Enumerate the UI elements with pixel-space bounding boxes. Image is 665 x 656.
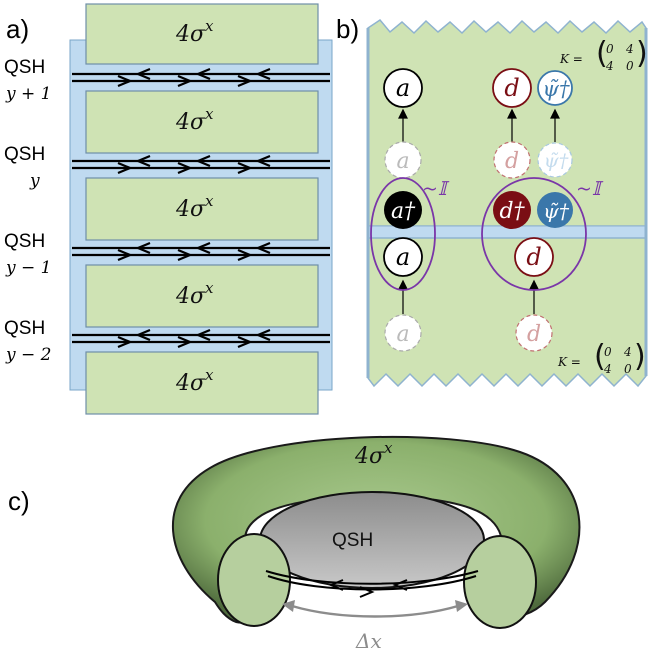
pair-ellipse-a [370,177,436,291]
op-a-lower: a [383,237,423,277]
qsh-edge-1 [72,67,330,88]
green-blocks [85,3,319,415]
delta-x-arrow [282,600,468,618]
svg-text:(: ( [594,339,606,374]
upper-region [367,19,647,227]
block-label-5: 4σx [175,366,214,396]
svg-text:): ) [634,339,646,374]
identity-label-d: ~𝕀 [576,178,604,200]
svg-text:): ) [636,36,648,71]
panel-c-label: c) [8,486,30,516]
op-d-top: d [492,68,532,108]
tube-section-right [463,535,537,629]
green-block-2 [85,90,319,154]
svg-text:0: 0 [604,345,612,359]
block-label-1: 4σx [175,17,214,47]
k-label-top: K = [559,52,583,66]
svg-text:(: ( [596,36,608,71]
pair-ellipse-d [481,177,587,291]
op-a-top: a [383,68,423,108]
qsh-edge-3 [72,241,330,262]
qsh-index-3: y − 1 [5,258,51,278]
svg-text:4: 4 [605,59,614,73]
op-d-dag: d† [493,191,531,229]
svg-text:ψ̃†: ψ̃† [543,199,570,223]
panel-b: b) K = ( 0 4 4 0 ) K = ( 0 4 4 0 ) [336,14,648,388]
qsh-title-4: QSH [4,318,45,339]
svg-text:4: 4 [625,42,634,56]
svg-text:a: a [396,243,410,271]
green-block-5 [85,351,319,415]
svg-text:4: 4 [603,362,612,376]
qsh-edge-2 [72,154,330,175]
panel-b-label: b) [336,14,359,44]
operator-arrows [398,108,560,314]
op-psi-dag: ψ̃† [537,192,573,228]
svg-text:d: d [505,149,519,174]
torus-label: 4σx [354,439,393,469]
svg-text:d: d [527,322,541,347]
qsh-edges [72,67,330,349]
svg-text:0: 0 [624,362,632,376]
center-label: QSH [332,530,373,551]
torus-qsh-edge [265,570,479,598]
k-label-bottom: K = [557,355,581,369]
qsh-index-1: y + 1 [5,84,51,104]
svg-text:0: 0 [626,59,634,73]
svg-text:d: d [526,243,541,271]
delta-x-label: Δx [355,629,382,653]
qsh-title-3: QSH [4,231,45,252]
identity-label-a: ~𝕀 [422,178,450,200]
qsh-title-2: QSH [4,144,45,165]
green-block-3 [85,177,319,241]
op-d-lower-faded: d [515,314,553,352]
svg-text:a†: a† [391,199,416,224]
block-label-3: 4σx [175,192,214,222]
lower-region [367,237,647,388]
green-block-1 [85,3,319,65]
green-block-4 [85,264,319,328]
svg-text:ψ̃†: ψ̃† [543,77,570,101]
svg-text:d: d [504,74,519,102]
op-a-lower-faded: a [384,314,422,352]
op-d-faded: d [493,141,531,179]
op-psi-top: ψ̃† [537,70,573,106]
svg-text:0: 0 [606,42,614,56]
tube-section-left [217,533,291,627]
block-label-4: 4σx [175,279,214,309]
qsh-title-1: QSH [4,57,45,78]
svg-text:a: a [396,322,409,347]
qsh-edge-4 [72,328,330,349]
op-psi-faded: ψ̃† [537,142,573,178]
qsh-index-4: y − 2 [5,345,51,365]
op-a-faded: a [384,141,422,179]
k-matrix-bottom: K = ( 0 4 4 0 ) [557,339,646,376]
panel-c: c) 4σx QSH Δx [8,435,581,653]
k-matrix-top: K = ( 0 4 4 0 ) [559,36,648,73]
qsh-index-2: y [29,171,40,191]
op-a-dag: a† [384,191,422,229]
svg-text:4: 4 [623,345,632,359]
block-label-2: 4σx [175,105,214,135]
op-d-lower: d [514,237,554,277]
svg-text:ψ̃†: ψ̃† [544,150,569,172]
panel-a: a) 4σx 4σx 4σx 4σx 4σx [4,3,333,415]
svg-text:a: a [396,149,409,174]
svg-text:d†: d† [499,199,525,224]
svg-text:a: a [396,74,410,102]
panel-a-label: a) [6,14,29,44]
